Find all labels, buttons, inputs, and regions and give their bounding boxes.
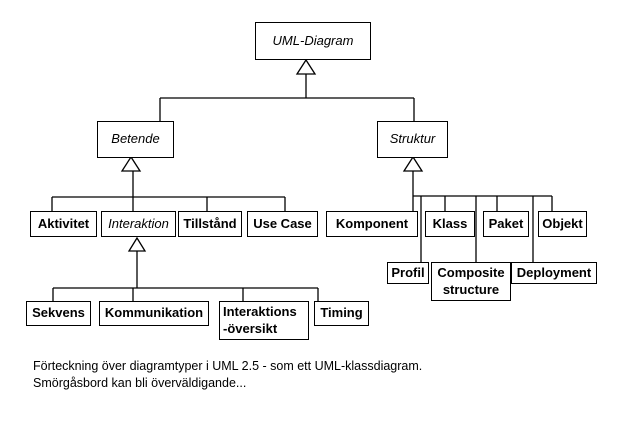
- node-sekvens: Sekvens: [26, 301, 91, 326]
- node-struktur: Struktur: [377, 121, 448, 158]
- node-komponent: Komponent: [326, 211, 418, 237]
- generalization-triangle-icon: [120, 155, 142, 172]
- caption-line-2: Smörgåsbord kan bli överväldigande...: [33, 376, 247, 390]
- node-deployment: Deployment: [511, 262, 597, 284]
- node-use-case: Use Case: [247, 211, 318, 237]
- caption-line-1: Förteckning över diagramtyper i UML 2.5 …: [33, 359, 423, 373]
- node-betende: Betende: [97, 121, 174, 158]
- node-klass: Klass: [425, 211, 475, 237]
- generalization-triangle-icon: [127, 236, 147, 252]
- node-interaktions-oversikt: Interaktions -översikt: [219, 301, 309, 340]
- node-interaktion: Interaktion: [101, 211, 176, 237]
- node-uml-diagram: UML-Diagram: [255, 22, 371, 60]
- node-composite-structure: Composite structure: [431, 262, 511, 301]
- node-kommunikation: Kommunikation: [99, 301, 209, 326]
- node-objekt: Objekt: [538, 211, 587, 237]
- generalization-triangle-icon: [295, 58, 317, 75]
- caption: Förteckning över diagramtyper i UML 2.5 …: [33, 358, 613, 392]
- node-tillstand: Tillstånd: [178, 211, 242, 237]
- generalization-triangle-icon: [402, 155, 424, 172]
- node-paket: Paket: [483, 211, 529, 237]
- node-timing: Timing: [314, 301, 369, 326]
- node-aktivitet: Aktivitet: [30, 211, 97, 237]
- node-profil: Profil: [387, 262, 429, 284]
